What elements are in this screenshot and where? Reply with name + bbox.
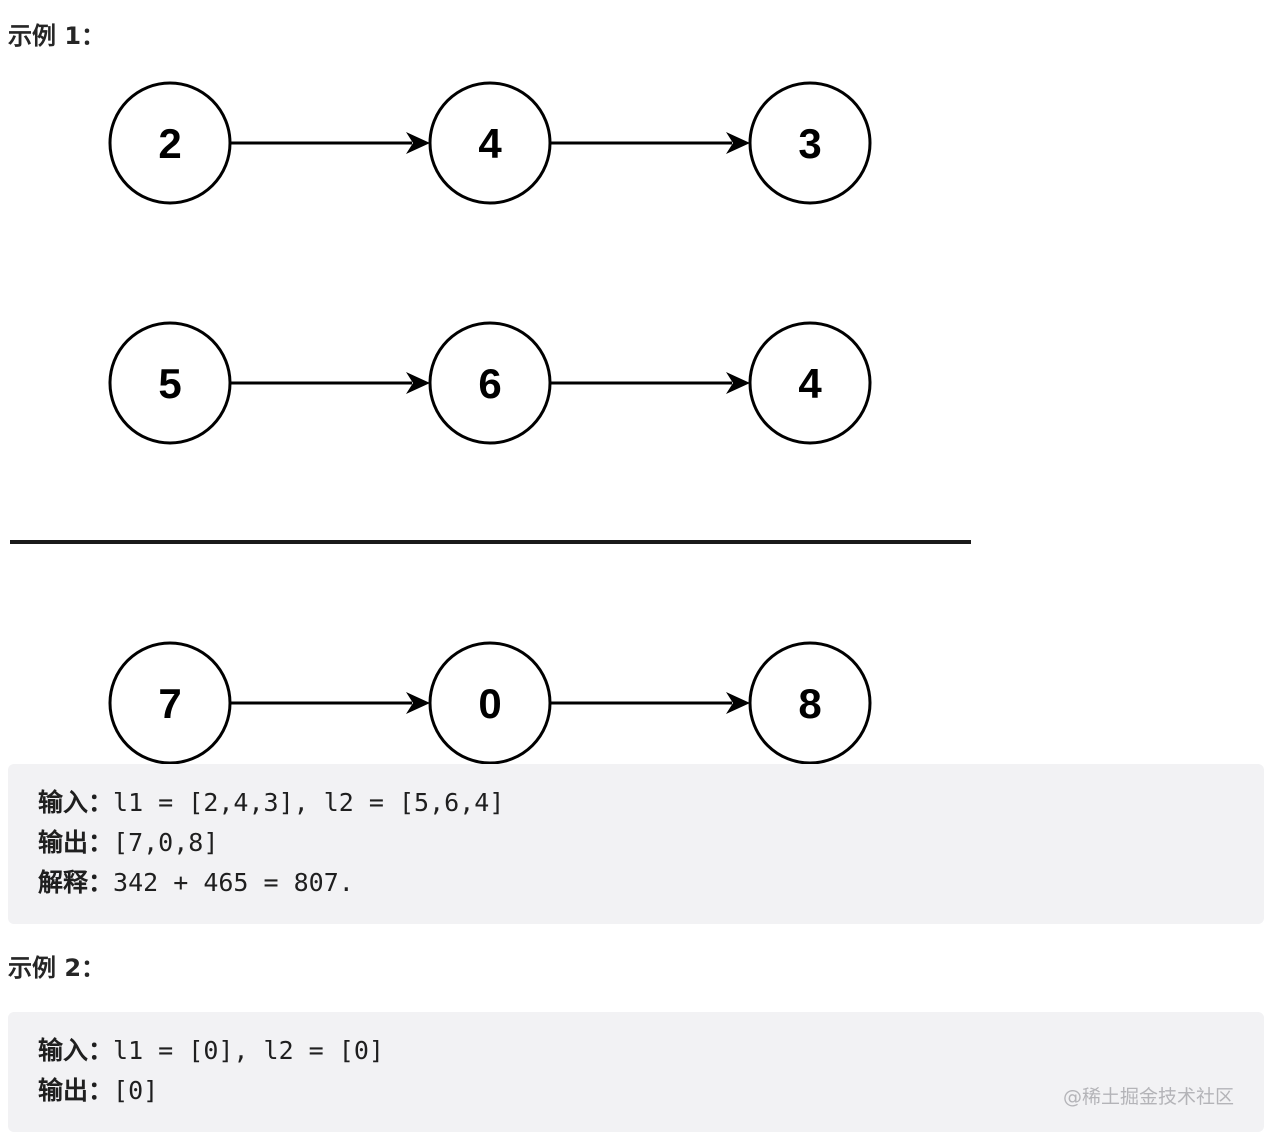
input-value: l1 = [2,4,3], l2 = [5,6,4] — [113, 788, 505, 817]
arrowhead-icon — [726, 372, 750, 394]
list-node-circle — [428, 321, 552, 445]
output-line: 输出：[0] — [38, 1071, 1264, 1111]
linked-list-row-3: 7 0 8 — [108, 641, 872, 765]
list-node-circle — [428, 81, 552, 205]
list-node-circle — [108, 641, 232, 765]
arrowhead-icon — [726, 692, 750, 714]
linked-list-diagram: 2 4 3 5 6 4 7 0 8 — [10, 81, 971, 765]
example-2-code-block: 输入：l1 = [0], l2 = [0] 输出：[0] — [8, 1012, 1264, 1132]
input-value: l1 = [0], l2 = [0] — [113, 1036, 384, 1065]
input-label: 输入： — [38, 1036, 114, 1065]
output-value: [7,0,8] — [113, 828, 219, 857]
linked-list-row-2: 5 6 4 — [108, 321, 872, 445]
input-label: 输入： — [38, 788, 114, 817]
input-line: 输入：l1 = [2,4,3], l2 = [5,6,4] — [38, 783, 1264, 823]
list-node-value: 4 — [478, 120, 502, 167]
list-node-value: 3 — [798, 120, 821, 167]
linked-list-row-1: 2 4 3 — [108, 81, 872, 205]
list-node-value: 6 — [478, 360, 501, 407]
list-node-value: 0 — [478, 680, 501, 727]
output-label: 输出： — [38, 828, 114, 857]
output-line: 输出：[7,0,8] — [38, 823, 1264, 863]
explanation-line: 解释：342 + 465 = 807. — [38, 863, 1264, 903]
explanation-label: 解释： — [38, 868, 114, 897]
watermark: @稀土掘金技术社区 — [1062, 1086, 1234, 1108]
list-node-circle — [108, 321, 232, 445]
output-label: 输出： — [38, 1076, 114, 1105]
input-line: 输入：l1 = [0], l2 = [0] — [38, 1031, 1264, 1071]
arrowhead-icon — [406, 692, 430, 714]
example-2-heading: 示例 2： — [8, 954, 106, 982]
list-node-circle — [748, 641, 872, 765]
arrowhead-icon — [406, 372, 430, 394]
arrowhead-icon — [406, 132, 430, 154]
output-value: [0] — [113, 1076, 159, 1105]
list-node-value: 7 — [158, 680, 181, 727]
example-1-heading: 示例 1： — [8, 22, 106, 50]
arrowhead-icon — [726, 132, 750, 154]
list-node-circle — [748, 321, 872, 445]
explanation-value: 342 + 465 = 807. — [113, 868, 354, 897]
list-node-value: 2 — [158, 120, 181, 167]
list-node-value: 8 — [798, 680, 821, 727]
list-node-circle — [428, 641, 552, 765]
list-node-value: 4 — [798, 360, 822, 407]
list-node-circle — [108, 81, 232, 205]
example-1-code-block: 输入：l1 = [2,4,3], l2 = [5,6,4] 输出：[7,0,8]… — [8, 764, 1264, 924]
list-node-circle — [748, 81, 872, 205]
list-node-value: 5 — [158, 360, 181, 407]
